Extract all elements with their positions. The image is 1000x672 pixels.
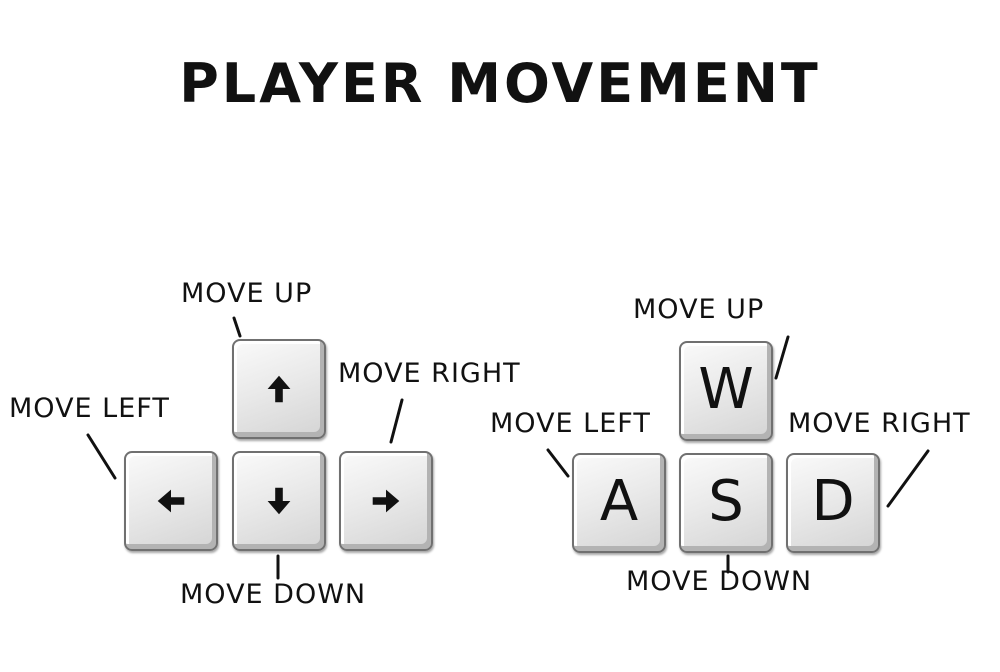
arrow-down-label: MOVE DOWN xyxy=(180,579,367,610)
page-title: PLAYER MOVEMENT xyxy=(179,52,821,115)
arrow-left-key[interactable] xyxy=(124,451,218,551)
w-key-label: W xyxy=(698,356,754,422)
s-key[interactable]: S xyxy=(679,453,773,553)
w-key[interactable]: W xyxy=(679,341,773,441)
d-key[interactable]: D xyxy=(786,453,880,553)
wasd-up-connector xyxy=(774,335,790,380)
arrow-down-icon xyxy=(267,487,291,515)
s-key-label: S xyxy=(708,468,744,534)
wasd-left-connector xyxy=(546,448,570,478)
arrow-up-connector xyxy=(232,316,242,338)
wasd-left-label: MOVE LEFT xyxy=(490,408,651,439)
arrow-right-key[interactable] xyxy=(339,451,433,551)
a-key-label: A xyxy=(599,468,639,534)
wasd-right-label: MOVE RIGHT xyxy=(788,408,971,439)
arrow-down-key[interactable] xyxy=(232,451,326,551)
arrow-left-connector xyxy=(86,433,117,480)
arrow-up-label: MOVE UP xyxy=(181,278,313,309)
d-key-label: D xyxy=(811,468,855,534)
wasd-right-connector xyxy=(886,449,930,508)
arrow-left-icon xyxy=(157,489,185,513)
wasd-up-label: MOVE UP xyxy=(633,294,765,325)
arrow-up-icon xyxy=(267,375,291,403)
a-key[interactable]: A xyxy=(572,453,666,553)
wasd-down-label: MOVE DOWN xyxy=(626,566,813,597)
arrow-left-label: MOVE LEFT xyxy=(9,393,170,424)
arrow-up-key[interactable] xyxy=(232,339,326,439)
arrow-right-connector xyxy=(389,398,404,444)
arrow-right-label: MOVE RIGHT xyxy=(338,358,521,389)
arrow-right-icon xyxy=(372,489,400,513)
